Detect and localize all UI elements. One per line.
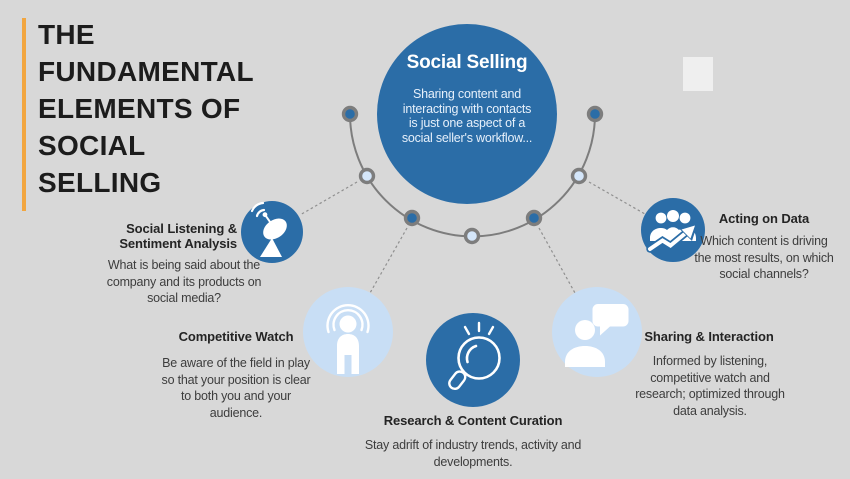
hub-circle: Social Selling Sharing content and inter… [377, 24, 557, 204]
decorative-square [683, 57, 713, 91]
orbit-node-dark [586, 105, 604, 123]
magnifier-sparkle-icon [426, 313, 520, 407]
orbit-node-light [463, 227, 481, 245]
satellite-dish-icon [241, 201, 303, 263]
element-desc-social-listening: What is being said about the company and… [106, 258, 262, 305]
connector-line-sharing-interaction [538, 227, 576, 294]
orbit-node-dark [341, 105, 359, 123]
connector-line-competitive-watch [369, 227, 408, 294]
element-title-research-curation: Research & Content Curation [383, 413, 563, 428]
element-title-acting-on-data: Acting on Data [718, 211, 810, 226]
element-title-sharing-interaction: Sharing & Interaction [644, 329, 774, 344]
connector-line-acting-on-data [588, 181, 646, 215]
people-growth-arrow-icon [641, 198, 705, 262]
orbit-node-dark [525, 209, 543, 227]
element-title-social-listening: Social Listening & Sentiment Analysis [119, 221, 237, 251]
element-desc-acting-on-data: Which content is driving the most result… [694, 234, 834, 281]
broadcast-person-icon [303, 287, 393, 377]
connector-line-social-listening [299, 181, 358, 216]
element-desc-sharing-interaction: Informed by listening, competitive watch… [635, 354, 785, 418]
person-speech-bubble-icon [552, 287, 642, 377]
element-title-competitive-watch: Competitive Watch [178, 329, 294, 344]
orbit-node-light [358, 167, 376, 185]
page-title: THE FUNDAMENTAL ELEMENTS OF SOCIAL SELLI… [38, 19, 254, 198]
hub-description: Sharing content and interacting with con… [401, 87, 533, 145]
element-desc-competitive-watch: Be aware of the field in play so that yo… [161, 356, 311, 420]
accent-bar [22, 18, 26, 211]
element-desc-research-curation: Stay adrift of industry trends, activity… [364, 438, 582, 469]
hub-title: Social Selling [406, 52, 528, 73]
orbit-node-dark [403, 209, 421, 227]
orbit-node-light [570, 167, 588, 185]
